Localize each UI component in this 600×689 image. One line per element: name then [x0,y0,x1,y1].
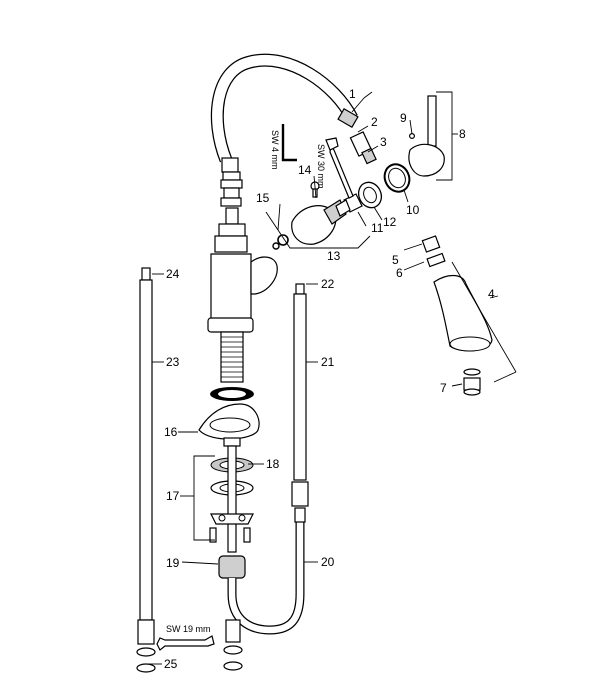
callout-24: 24 [166,267,180,281]
leader-lines [146,91,517,665]
pull-out-hose [227,481,309,635]
ring-10 [383,163,411,193]
callout-21: 21 [321,355,335,369]
callout-22: 22 [321,277,335,291]
supply-hose-23 [136,267,156,673]
adapter-2-3 [349,131,377,165]
wrench-19-label: SW 19 mm [166,624,211,634]
callout-15: 15 [256,191,270,205]
callout-13: 13 [327,249,341,263]
screw-left [209,527,217,543]
callout-20: 20 [321,555,335,569]
wrench-19-icon [156,635,215,651]
callout-17: 17 [166,489,180,503]
wrench-30-label: SW 30 mm [316,144,326,189]
callout-18: 18 [266,457,280,471]
ring-12 [357,181,383,209]
callout-5: 5 [392,253,399,267]
spray-head [421,235,493,352]
faucet-body [207,207,278,333]
callout-8: 8 [459,127,466,141]
spout [210,53,359,173]
screw-9 [409,133,416,140]
coupling-11 [335,193,363,217]
fixing-plate [210,513,254,525]
mounting-rod [227,445,237,553]
callout-25: 25 [164,657,178,671]
hex-key-label: SW 4 mm [270,130,280,170]
callout-16: 16 [164,425,178,439]
callout-3: 3 [380,135,387,149]
callout-12: 12 [383,215,397,229]
callouts: 1 2 3 4 5 6 7 8 9 10 11 12 13 14 15 16 1… [164,87,495,671]
callout-4: 4 [488,287,495,301]
callout-10: 10 [406,203,420,217]
callout-11: 11 [371,221,384,235]
callout-1: 1 [349,87,356,101]
callout-9: 9 [400,111,407,125]
lever-handle [408,95,445,177]
clip-15 [272,234,289,250]
callout-23: 23 [166,355,180,369]
hex-key-icon [281,124,297,162]
callout-2: 2 [371,115,378,129]
screw-right [243,527,251,543]
callout-7: 7 [440,381,447,395]
hose-weight [218,555,246,579]
bottom-connector [223,619,243,671]
callout-6: 6 [396,266,403,280]
callout-14: 14 [298,163,312,177]
spout-base-connector [220,171,243,207]
aerator-7 [463,368,481,396]
wrench-30-icon [325,137,354,199]
threaded-shank [220,331,244,383]
base-plate [198,403,260,447]
callout-19: 19 [166,556,180,570]
supply-hose-21 [293,283,307,481]
